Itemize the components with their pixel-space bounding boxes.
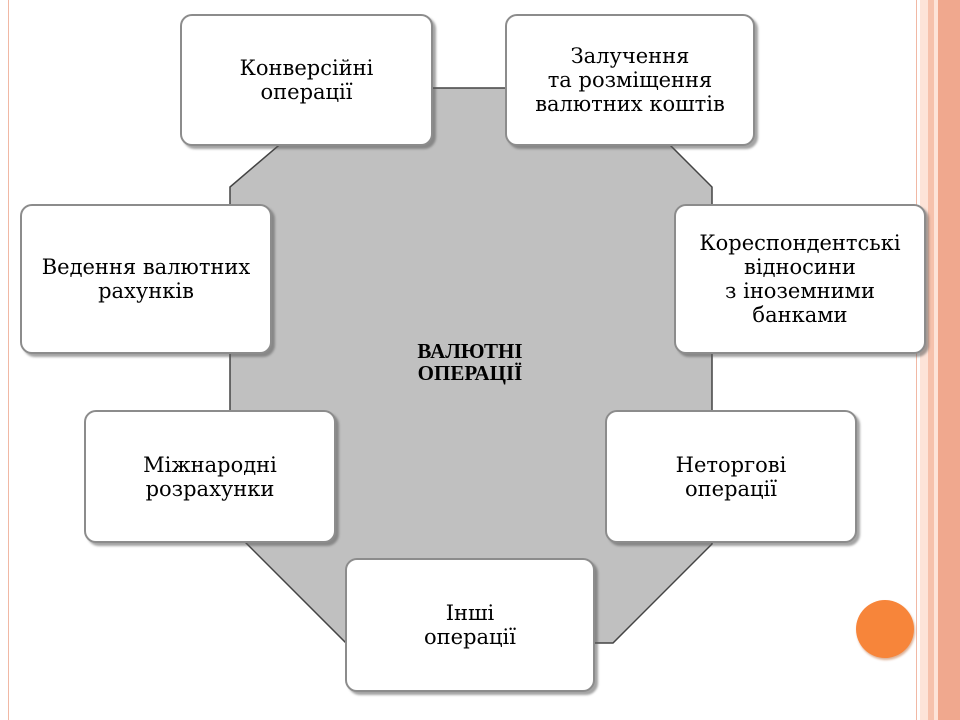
strip-band-light [920,0,928,720]
box-other-operations: Інші операції [345,558,595,692]
box-conversion-operations: Конверсійні операції [180,14,433,146]
center-label: ВАЛЮТНІ ОПЕРАЦІЇ [417,339,523,385]
decorative-right-strip [920,0,960,720]
box-currency-accounts: Ведення валютних рахунків [20,204,272,354]
box-international-settlements: Міжнародні розрахунки [84,410,336,543]
box-correspondent-relations: Кореспондентські відносини з іноземними … [674,204,926,354]
orange-circle-decoration [856,600,914,658]
slide-frame-left-line [8,0,9,720]
box-non-trade-operations: Неторгові операції [605,410,857,543]
strip-band-mid [928,0,934,720]
slide-frame-right-line [916,0,917,720]
strip-band-light-2 [934,0,938,720]
box-attraction-and-placement: Залучення та розміщення валютних коштів [505,14,755,146]
strip-band-dark [938,0,960,720]
